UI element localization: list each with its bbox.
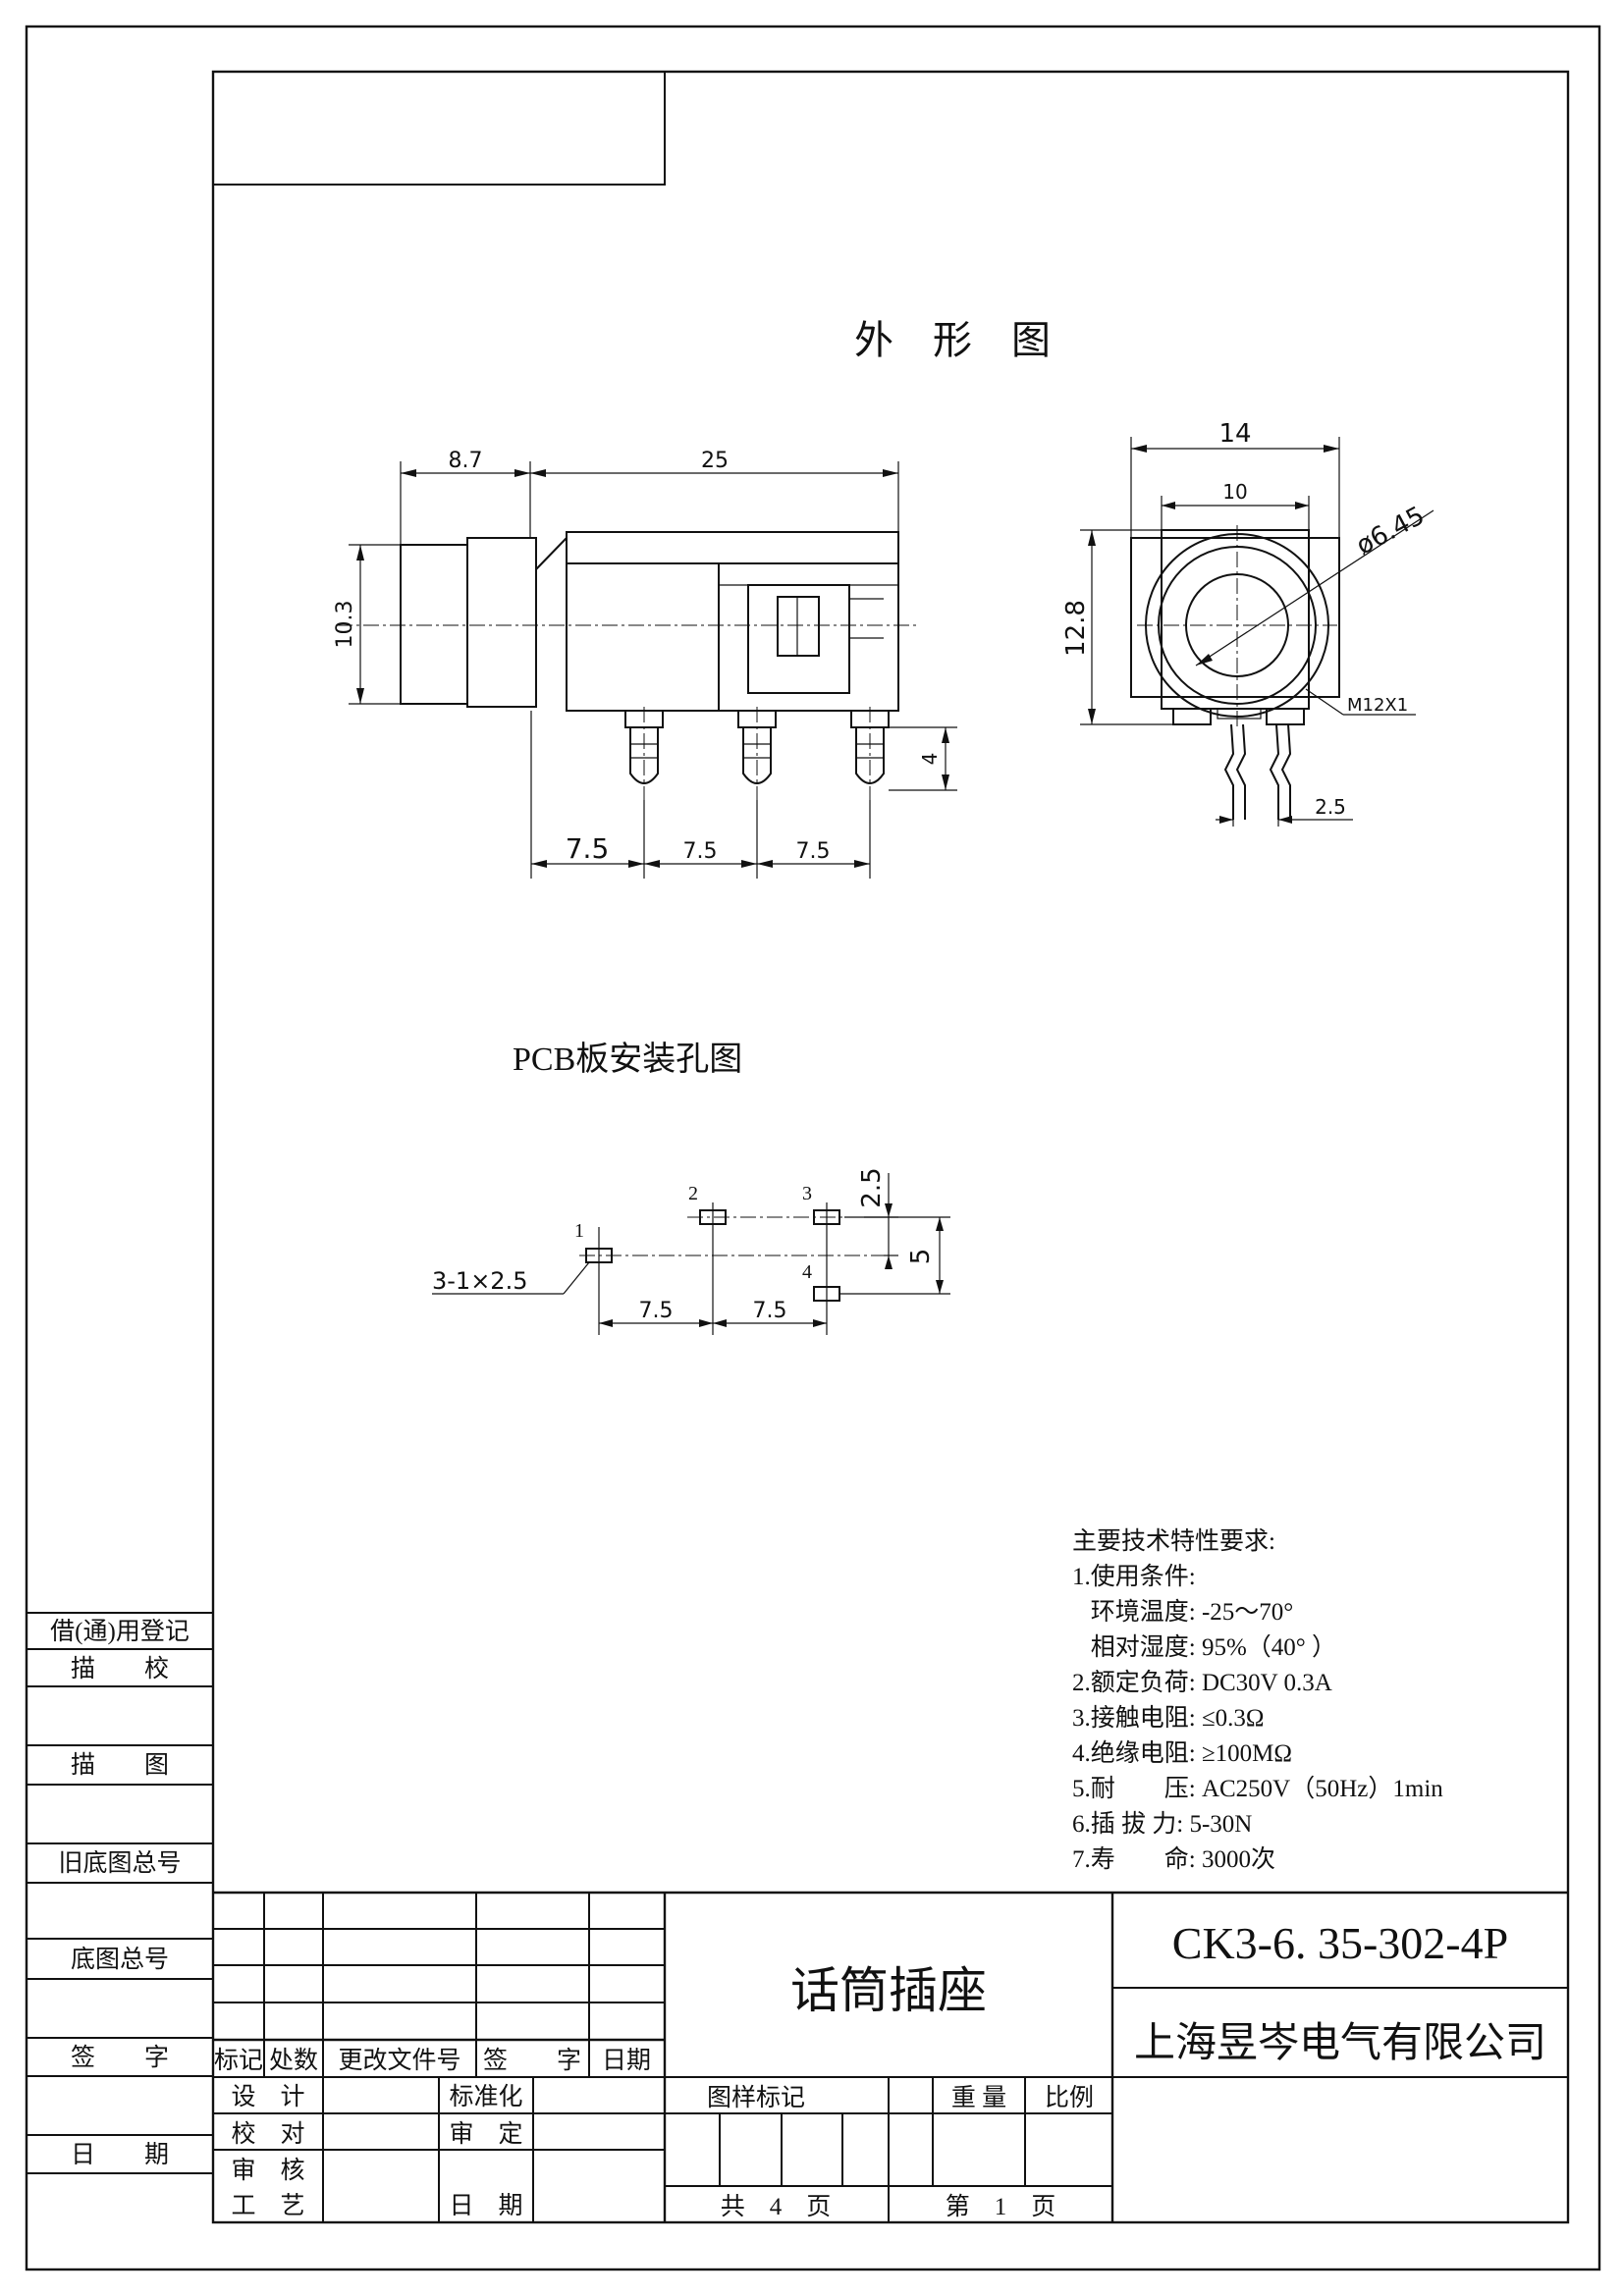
title-block: 标记 处数 更改文件号 签 字 日期 设 计 校 对 审 核 工 艺 标准化 审… [213,1891,1568,2222]
spec-line-6: 4.绝缘电阻: ≥100MΩ [1072,1739,1292,1767]
rev-header-sign: 签 字 [483,2047,581,2074]
weight-label: 重 量 [951,2084,1006,2111]
pcb-pin-label-3: 3 [802,1183,812,1204]
outer-border [25,25,1601,2271]
dim-front-height: 12.8 [1061,600,1091,657]
dim-front-thread: M12X1 [1347,695,1408,716]
strip-label-old-master: 旧底图总号 [58,1849,181,1877]
role-process: 工 艺 [231,2192,304,2219]
spec-line-8: 6.插 拔 力: 5-30N [1072,1810,1252,1838]
spec-notes: 主要技术特性要求: 1.使用条件: 环境温度: -25～70° 相对湿度: 95… [1072,1527,1443,1873]
rev-header-mark: 标记 [214,2047,263,2074]
side-view: 8.7 25 10.3 4 7.5 7.5 7.5 [333,449,957,879]
pcb-pin-label-4: 4 [802,1261,812,1283]
dim-front-width: 14 [1218,419,1251,449]
spec-line-9: 7.寿 命: 3000次 [1072,1845,1275,1873]
role-design: 设 计 [231,2083,304,2110]
scale-label: 比例 [1045,2084,1094,2111]
pcb-hole-2 [699,1209,727,1225]
dim-side-height: 10.3 [333,601,357,649]
rev-header-date: 日期 [602,2048,651,2074]
pcb-pitch-x2: 7.5 [753,1299,787,1323]
strip-label-sign: 签 字 [71,2044,169,2071]
dim-pin-pitch-1: 7.5 [566,832,610,865]
pcb-pin-label-2: 2 [688,1183,698,1204]
dim-side-width-a: 8.7 [449,449,483,473]
front-view: 14 10 12.8 ø6.45 M12X1 2.5 [1061,419,1434,827]
dim-pin-length: 4 [918,753,942,766]
sheet-number: 第 1 页 [946,2193,1056,2220]
strip-label-register: 借(通)用登记 [50,1618,189,1645]
role-date: 日 期 [449,2193,522,2219]
pcb-hole-1 [585,1248,613,1263]
pcb-hole-size: 3-1×2.5 [432,1267,527,1295]
top-left-box [212,71,666,186]
spec-line-7: 5.耐 压: AC250V（50Hz）1min [1072,1775,1443,1802]
strip-label-master: 底图总号 [71,1946,169,1973]
pcb-hole-view: 1 2 3 4 3-1×2.5 7.5 7.5 2.5 5 [432,1167,950,1335]
pcb-span-y: 5 [906,1249,936,1265]
dim-pin-pitch-2: 7.5 [683,839,718,864]
dim-front-diameter: ø6.45 [1352,501,1430,561]
pcb-pitch-x1: 7.5 [639,1299,674,1323]
spec-line-1: 1.使用条件: [1072,1563,1196,1590]
spec-line-2: 环境温度: -25～70° [1072,1598,1293,1626]
spec-line-4: 2.额定负荷: DC30V 0.3A [1072,1669,1332,1696]
dim-side-width-b: 25 [701,449,729,473]
rev-header-doc: 更改文件号 [338,2047,460,2074]
inner-border [211,70,1570,2224]
role-approve: 审 定 [449,2120,522,2148]
dim-pin-pitch-3: 7.5 [796,839,831,864]
product-name: 话筒插座 [790,1963,987,2018]
company-name: 上海昱岑电气有限公司 [1134,2021,1546,2066]
spec-heading: 主要技术特性要求: [1072,1527,1275,1555]
strip-label-date: 日 期 [71,2142,169,2168]
pcb-offset-y: 2.5 [857,1167,887,1207]
role-standard: 标准化 [449,2083,522,2110]
spec-line-3: 相对湿度: 95%（40° ） [1072,1633,1336,1661]
dim-front-pin-pitch: 2.5 [1315,795,1346,819]
left-strip: 借(通)用登记 描 校 描 图 旧底图总号 底图总号 签 字 日 期 [27,1612,213,2174]
pcb-view-title: PCB板安装孔图 [513,1041,742,1078]
pcb-hole-3 [813,1209,840,1225]
role-check: 校 对 [231,2120,304,2148]
outline-view-title: 外 形 图 [854,318,1051,362]
spec-line-5: 3.接触电阻: ≤0.3Ω [1072,1704,1265,1732]
role-review: 审 核 [231,2157,304,2184]
pcb-pin-label-1: 1 [574,1220,584,1242]
sample-mark-label: 图样标记 [707,2084,805,2111]
rev-header-count: 处数 [269,2047,318,2074]
strip-label-trace-check: 描 校 [71,1655,169,1682]
strip-label-trace: 描 图 [71,1751,169,1779]
part-number: CK3-6. 35-302-4P [1172,1918,1508,1968]
sheets-total: 共 4 页 [721,2193,832,2220]
dim-front-inner: 10 [1222,480,1247,504]
